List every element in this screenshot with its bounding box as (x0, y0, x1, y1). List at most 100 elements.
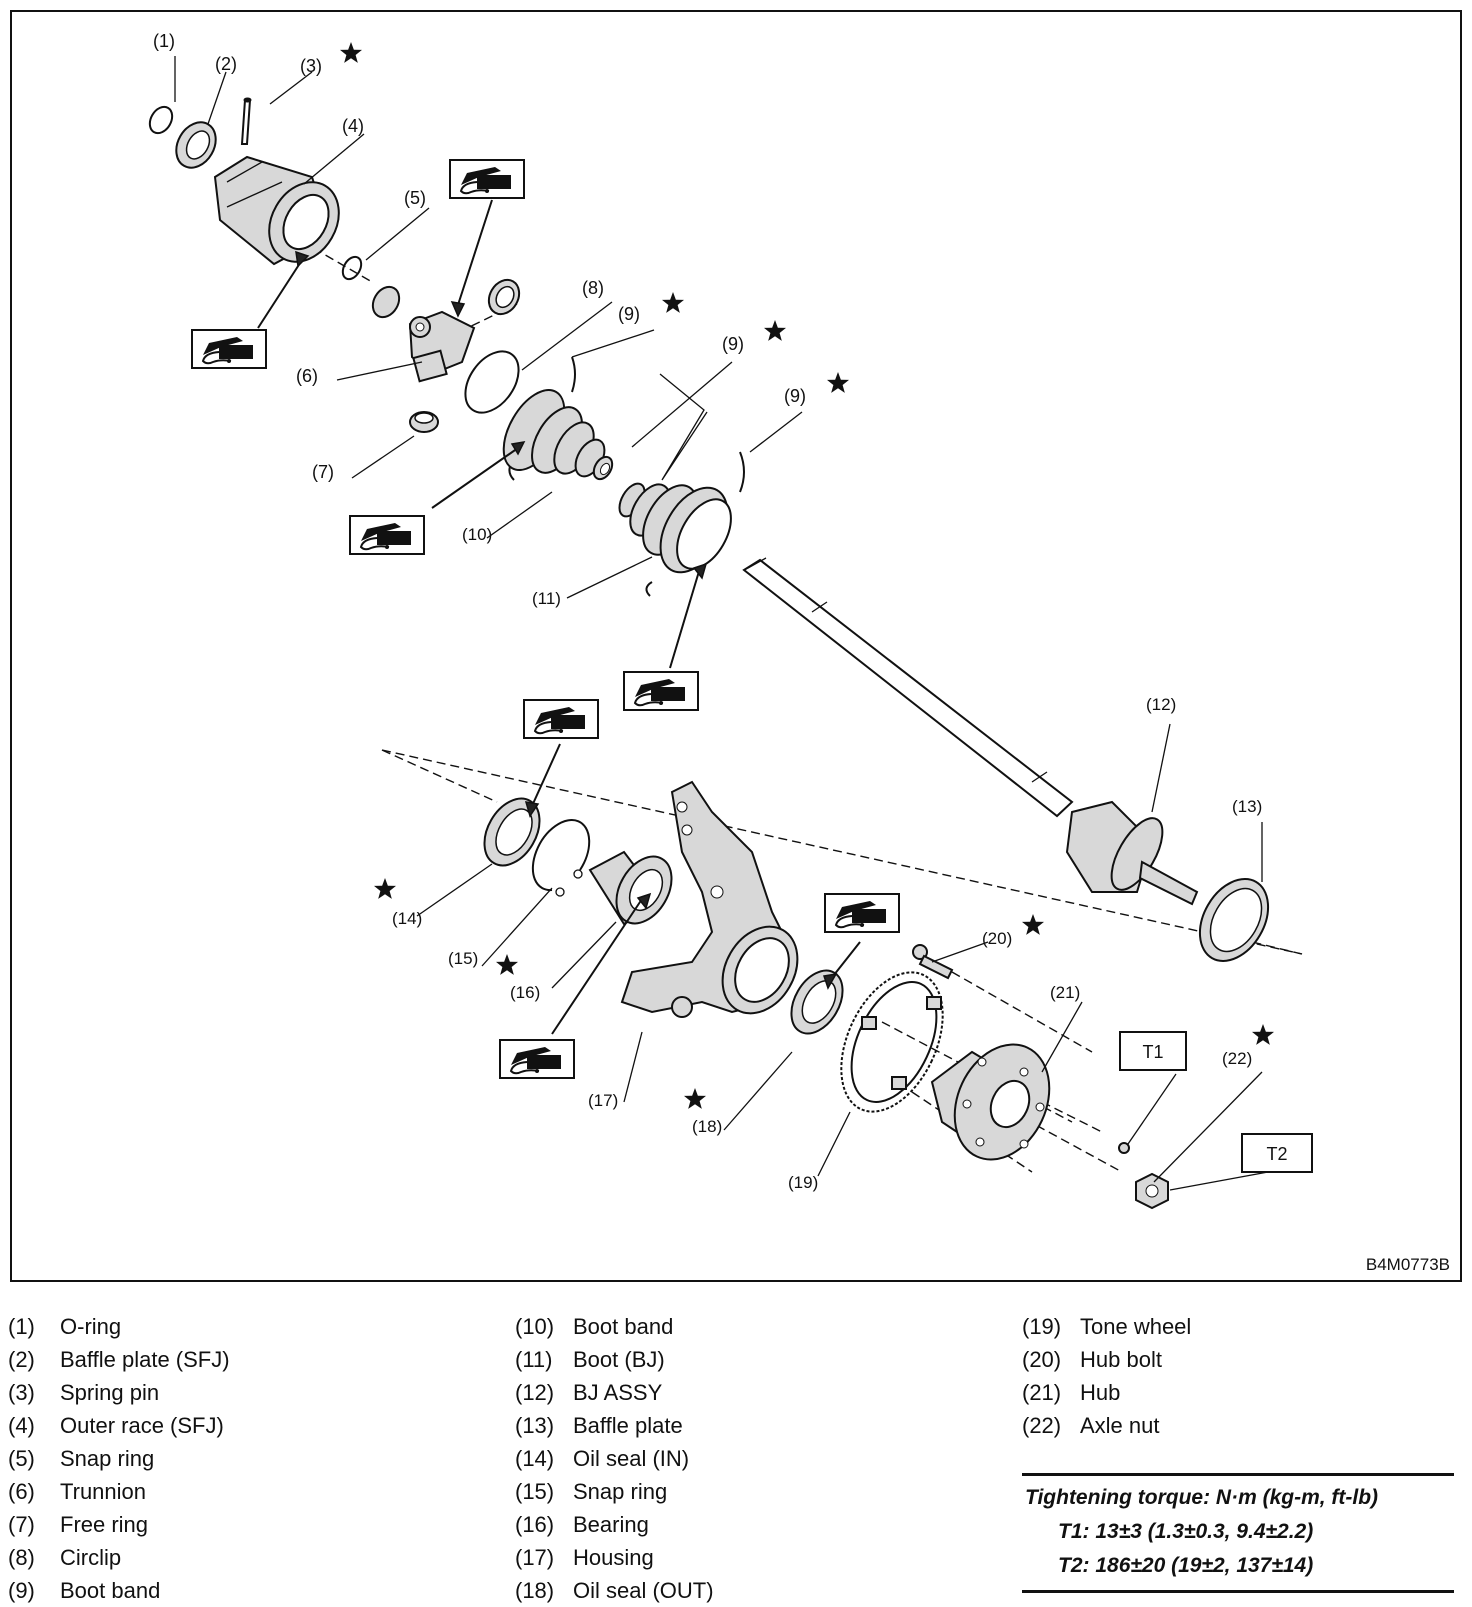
legend-name: Bearing (573, 1512, 649, 1537)
legend-number: (20) (1022, 1347, 1062, 1372)
o-ring-part (148, 105, 174, 135)
torque-tag-t1: T1 (1119, 1031, 1187, 1071)
callout-13: (13) (1232, 797, 1262, 816)
legend-number: (18) (515, 1578, 555, 1603)
legend-name: BJ ASSY (573, 1380, 663, 1405)
legend-name: Baffle plate (573, 1413, 683, 1438)
leader-lines (174, 56, 1269, 1191)
snap-ring-part-15 (531, 819, 591, 897)
callout-5: (5) (404, 188, 426, 208)
legend-item: (11)Boot (BJ) (515, 1343, 714, 1376)
star-icon (1022, 914, 1044, 935)
legend-column-2: (10)Boot band (11)Boot (BJ) (12)BJ ASSY … (515, 1310, 714, 1607)
legend-name: Boot band (573, 1314, 674, 1339)
legend-name: Baffle plate (SFJ) (60, 1347, 230, 1372)
legend-name: Housing (573, 1545, 654, 1570)
legend-name: Snap ring (573, 1479, 668, 1504)
exploded-diagram: T1 T2 (1) (2) (3) (4) (5) (6) (7) (8) (9… (10, 10, 1462, 1282)
t1-bolt-part (1118, 1142, 1130, 1154)
legend-item: (6) Trunnion (8, 1475, 230, 1508)
legend-number: (3) (8, 1380, 35, 1405)
legend-number: (6) (8, 1479, 35, 1504)
legend-number: (19) (1022, 1314, 1062, 1339)
legend-item: (8)Circlip (8, 1541, 230, 1574)
legend-name: Trunnion (60, 1479, 147, 1504)
legend-number: (21) (1022, 1380, 1062, 1405)
callout-4: (4) (342, 116, 364, 136)
grease-gun-icon (623, 670, 699, 712)
legend-item: (2) Baffle plate (SFJ) (8, 1343, 230, 1376)
legend-item: (21) Hub (1022, 1376, 1191, 1409)
callout-10: (10) (462, 525, 492, 544)
callout-12: (12) (1146, 695, 1176, 714)
figure-code: B4M0773B (1366, 1255, 1450, 1274)
callout-22: (22) (1222, 1049, 1252, 1068)
grease-gun-icon (499, 1038, 575, 1080)
replacement-stars (340, 42, 1274, 1109)
grease-gun-icon (349, 514, 425, 556)
callout-11: (11) (532, 589, 561, 608)
callout-20: (20) (982, 929, 1012, 948)
torque-tag-t2: T2 (1241, 1133, 1313, 1173)
legend-name: O-ring (60, 1314, 122, 1339)
callout-2: (2) (215, 54, 237, 74)
star-icon (764, 320, 786, 341)
callout-9a: (9) (618, 304, 640, 324)
legend-item: (20)Hub bolt (1022, 1343, 1191, 1376)
circlip-part (464, 350, 520, 414)
free-ring-part (409, 411, 439, 433)
bj-assy-part (742, 557, 1199, 906)
tone-wheel-part (840, 971, 944, 1113)
legend-number: (17) (515, 1545, 555, 1570)
star-icon (374, 878, 396, 899)
tightening-torque-box: Tightening torque: N·m (kg-m, ft-lb) T1:… (1022, 1473, 1454, 1593)
legend-name: Oil seal (IN) (573, 1446, 690, 1471)
legend-name: Tone wheel (1080, 1314, 1192, 1339)
outer-race-sfj-part (213, 155, 340, 266)
legend-number: (1) (8, 1314, 35, 1339)
legend-number: (4) (8, 1413, 35, 1438)
torque-t1-spec: T1: 13±3 (1.3±0.3, 9.4±2.2) (1058, 1520, 1314, 1543)
oil-seal-in-part (483, 797, 541, 867)
callout-19: (19) (788, 1173, 818, 1192)
hub-part (930, 1043, 1051, 1161)
callout-7: (7) (312, 462, 334, 482)
legend-column-1: (1) O-ring (2) Baffle plate (SFJ) (3)Sprin… (8, 1310, 230, 1607)
legend-item: (15)Snap ring (515, 1475, 714, 1508)
trunnion-rollers (371, 278, 521, 319)
callout-3: (3) (300, 56, 322, 76)
baffle-plate-sfj-part (175, 121, 217, 169)
torque-tag-t1-label: T1 (1142, 1042, 1163, 1062)
callout-17: (17) (588, 1091, 618, 1110)
bearing-part (588, 850, 673, 926)
legend-number: (11) (515, 1347, 553, 1372)
legend-name: Oil seal (OUT) (573, 1578, 714, 1603)
legend-column-3: (19) Tone wheel (20)Hub bolt (21) Hub (22)… (1022, 1310, 1191, 1442)
legend-item: (10) Boot band (515, 1310, 714, 1343)
legend-name: Free ring (60, 1512, 149, 1537)
legend-item: (3)Spring pin (8, 1376, 230, 1409)
legend-number: (2) (8, 1347, 35, 1372)
callout-18: (18) (692, 1117, 722, 1136)
torque-tag-t2-label: T2 (1266, 1144, 1287, 1164)
grease-arrows (257, 199, 861, 1035)
star-icon (684, 1088, 706, 1109)
legend-item: (19) Tone wheel (1022, 1310, 1191, 1343)
callout-6: (6) (296, 366, 318, 386)
legend-item: (22)Axle nut (1022, 1409, 1191, 1442)
legend-item: (7)Free ring (8, 1508, 230, 1541)
grease-gun-icon (523, 698, 599, 740)
legend-number: (9) (8, 1578, 35, 1603)
legend-item: (9)Boot band (8, 1574, 230, 1607)
axle-nut-part (1135, 1172, 1169, 1210)
callout-21: (21) (1050, 983, 1080, 1002)
legend-item: (14) Oil seal (IN) (515, 1442, 714, 1475)
legend-item: (17) Housing (515, 1541, 714, 1574)
legend-item: (12)BJ ASSY (515, 1376, 714, 1409)
legend-number: (13) (515, 1413, 555, 1438)
legend-number: (10) (515, 1314, 555, 1339)
spring-pin-part (240, 97, 252, 145)
legend-item: (13) Baffle plate (515, 1409, 714, 1442)
legend-number: (14) (515, 1446, 555, 1471)
legend-name: Hub (1080, 1380, 1121, 1405)
